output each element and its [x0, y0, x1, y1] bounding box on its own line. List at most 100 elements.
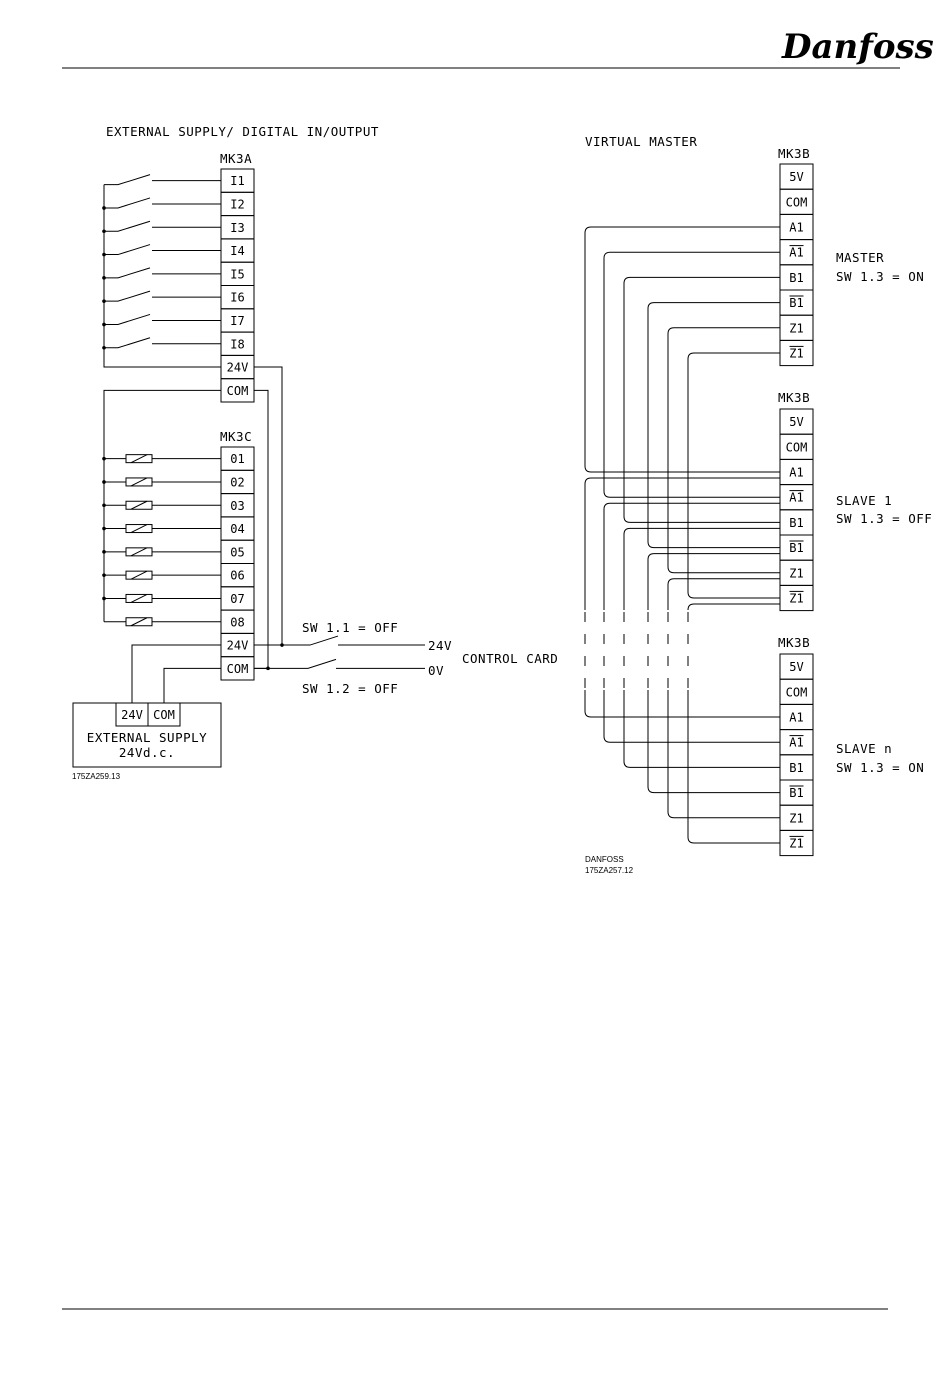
mk3c-terminal-box [220, 656, 255, 681]
mk3c-terminal-label: 07 [230, 592, 244, 606]
slaven-role: SLAVE n [836, 741, 892, 756]
output-load-mark [130, 477, 148, 487]
bus-master-slave1 [584, 226, 780, 473]
mk3a-terminal-label: I2 [230, 197, 244, 211]
mk3b-1-terminal-label: B1 [789, 541, 803, 555]
output-load-mark [130, 570, 148, 580]
input-switch [104, 267, 151, 279]
bus-slave1-down [623, 527, 780, 610]
bus-slave1-down [603, 502, 780, 610]
left-title: EXTERNAL SUPPLY/ DIGITAL IN/OUTPUT [106, 124, 379, 139]
mk3c-terminal-label: 02 [230, 475, 244, 489]
mk3b-0-terminal-label: A1 [789, 246, 803, 260]
output-load-mark [130, 617, 148, 627]
mk3c-terminal-label: 24V [227, 639, 249, 653]
mk3c-label: MK3C [220, 429, 252, 444]
v0-label: 0V [428, 663, 444, 678]
input-switch [104, 244, 151, 256]
right-title: VIRTUAL MASTER [585, 134, 697, 149]
bus-to-slaven [667, 690, 780, 819]
control-card-label: CONTROL CARD [462, 651, 558, 666]
danfoss-logo: Danfoss [781, 27, 934, 67]
mk3b-1-terminal-label: B1 [789, 516, 803, 530]
mk3c-terminal-label: 06 [230, 569, 244, 583]
mk3b-0-terminal-label: B1 [789, 271, 803, 285]
ext-supply-line2: 24Vd.c. [119, 745, 175, 760]
mk3b-2-terminal-label: B1 [789, 761, 803, 775]
bus-slave1-down [667, 578, 780, 610]
mk3c-terminal-label: 04 [230, 522, 244, 536]
slaven-sw: SW 1.3 = ON [836, 760, 924, 775]
bus-to-slaven [603, 690, 780, 743]
master-role: MASTER [836, 250, 884, 265]
ext-com-wire [163, 667, 221, 703]
bus-to-slaven [647, 690, 780, 794]
mk3b-1-terminal-box [779, 584, 814, 612]
mk3b-0-terminal-label: A1 [789, 221, 803, 235]
output-load-mark [130, 524, 148, 533]
mk3a-terminal-label: 24V [227, 361, 249, 375]
master-sw: SW 1.3 = ON [836, 269, 924, 284]
mk3b-2-terminal-label: COM [786, 685, 808, 699]
bus-master-slave1 [667, 327, 780, 574]
slave1-role: SLAVE 1 [836, 493, 892, 508]
ext-24v-label: 24V [121, 708, 143, 722]
mk3b-2-terminal-label: B1 [789, 786, 803, 800]
left-drawing-code: 175ZA259.13 [72, 772, 121, 781]
mk3c-com-bus [103, 389, 221, 622]
mk3a-terminal-label: I6 [230, 291, 244, 305]
output-load-mark [130, 500, 148, 510]
mk3a-terminal-label: I1 [230, 174, 244, 188]
output-load-mark [130, 594, 148, 603]
mk3c-terminal-label: 01 [230, 452, 244, 466]
mk3b-0-terminal-label: Z1 [789, 321, 803, 335]
input-switch [104, 197, 151, 209]
mk3b-2-terminal-label: Z1 [789, 837, 803, 851]
sw11-switch [254, 635, 339, 646]
terminal-blocks: I1I2I3I4I5I6I7I824VCOM010203040506070824… [220, 163, 814, 857]
mk3b-2-terminal-label: 5V [789, 660, 803, 674]
mk3b-slave1-label: MK3B [778, 390, 810, 405]
output-load-mark [130, 454, 148, 464]
mk3b-1-terminal-label: A1 [789, 491, 803, 505]
mk3b-1-terminal-label: Z1 [789, 566, 803, 580]
ext-supply-line1: EXTERNAL SUPPLY [87, 730, 207, 745]
bus-master-slave1 [687, 352, 780, 599]
mk3a-terminal-label: I8 [230, 337, 244, 351]
bus-slave1-down [687, 603, 780, 611]
mk3a-terminal-label: I4 [230, 244, 244, 258]
mk3b-2-terminal-label: Z1 [789, 811, 803, 825]
slave1-sw: SW 1.3 = OFF [836, 511, 932, 526]
mk3b-2-terminal-box [779, 829, 814, 857]
mk3b-2-terminal-label: A1 [789, 736, 803, 750]
bus-master-slave1 [647, 302, 780, 549]
mk3b-0-terminal-label: COM [786, 195, 808, 209]
sw12-label: SW 1.2 = OFF [302, 681, 398, 696]
mk3b-1-terminal-label: 5V [789, 415, 803, 429]
output-load-mark [130, 547, 148, 557]
mk3b-1-terminal-label: COM [786, 440, 808, 454]
wires [102, 174, 780, 844]
mk3b-0-terminal-label: B1 [789, 296, 803, 310]
right-footer-line1: DANFOSS [585, 855, 624, 864]
mk3a-terminal-label: I7 [230, 314, 244, 328]
input-switch [104, 337, 151, 349]
mk3c-terminal-label: 08 [230, 615, 244, 629]
mk3a-terminal-box [220, 378, 255, 403]
bus-slave1-down [647, 553, 780, 610]
bus-to-slaven [623, 690, 780, 768]
bus-slave1-down [584, 477, 780, 610]
input-switch [104, 220, 151, 232]
mk3b-master-label: MK3B [778, 146, 810, 161]
bus-master-slave1 [623, 276, 780, 523]
bus-master-slave1 [603, 251, 780, 498]
mk3b-2-terminal-label: A1 [789, 711, 803, 725]
mk3a-terminal-label: I5 [230, 267, 244, 281]
bus-to-slaven [584, 690, 780, 718]
mk3b-1-terminal-label: A1 [789, 466, 803, 480]
mk3c-terminal-label: COM [227, 662, 249, 676]
mk3c-terminal-label: 03 [230, 499, 244, 513]
sw11-label: SW 1.1 = OFF [302, 620, 398, 635]
mk3a-terminal-label: I3 [230, 221, 244, 235]
